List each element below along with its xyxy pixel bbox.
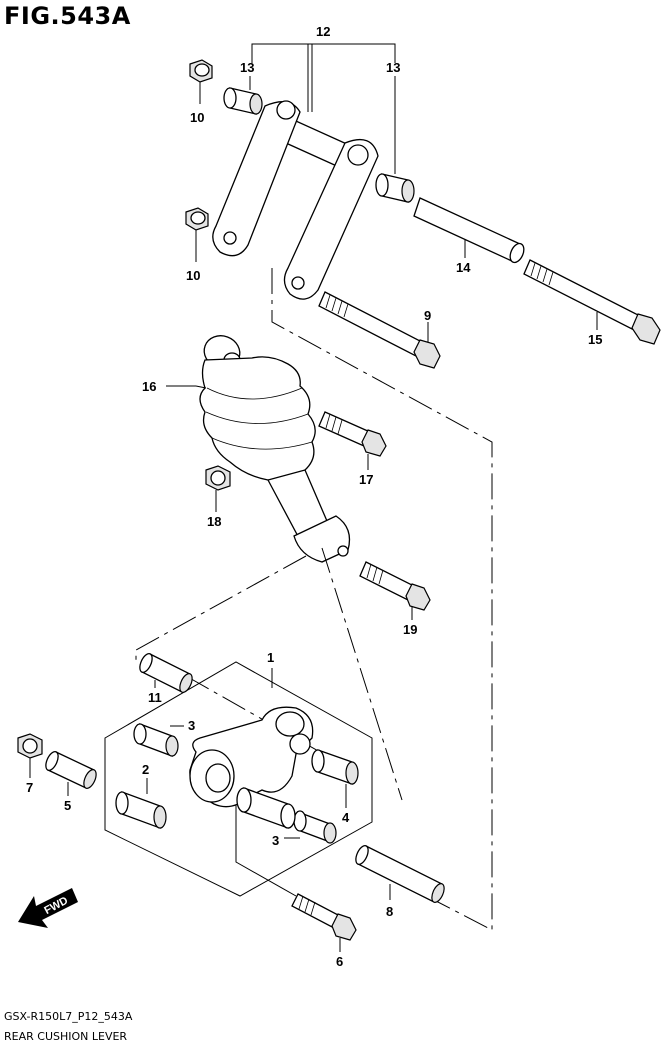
collar-14 [413,197,525,264]
rear-shock-absorber-16 [166,335,351,563]
fwd-arrow-icon: FWD [18,888,78,928]
callout-10-lower: 10 [186,268,200,283]
callout-8: 8 [386,904,393,919]
nut-7 [17,733,43,778]
bearing-3-lower [284,810,337,844]
callout-6: 6 [336,954,343,969]
bolt-6 [291,893,357,952]
callout-labels: 12 13 13 10 10 14 15 9 16 17 18 19 1 11 … [26,24,602,969]
bearing-2 [115,778,167,829]
callout-7: 7 [26,780,33,795]
callout-11: 11 [148,690,162,705]
callout-13-left: 13 [240,60,254,75]
callout-5: 5 [64,798,71,813]
callout-2: 2 [142,762,149,777]
callout-17: 17 [359,472,373,487]
callout-15: 15 [588,332,602,347]
cushion-lever-assembly-12 [212,43,396,300]
bearing-4 [311,749,359,808]
callout-14: 14 [456,260,471,275]
bolt-19 [359,561,431,620]
bolt-17 [318,411,387,470]
fwd-label: FWD [42,895,70,917]
collar-11 [139,652,193,693]
callout-18: 18 [207,514,221,529]
nut-10-lower [185,207,209,262]
callout-3-lower: 3 [272,833,279,848]
center-collar [236,787,296,829]
bearing-13-left [223,76,263,115]
model-code: GSX-R150L7_P12_543A [4,1010,133,1023]
callout-12: 12 [316,24,330,39]
callout-19: 19 [403,622,417,637]
section-name: REAR CUSHION LEVER [4,1030,128,1043]
callout-4: 4 [342,810,350,825]
bolt-15 [523,259,661,345]
callout-13-right: 13 [386,60,400,75]
collar-8 [355,844,445,903]
callout-16: 16 [142,379,156,394]
callout-9: 9 [424,308,431,323]
callout-1: 1 [267,650,274,665]
bearing-13-right [375,76,415,203]
bearing-3-upper [133,723,184,757]
figure-title: FIG.543A [4,2,131,30]
collar-5 [45,750,97,796]
callout-3-upper: 3 [188,718,195,733]
bolt-9 [318,291,441,369]
cushion-rod-assembly-1 [104,661,373,897]
assembly-guide-lines [135,268,493,931]
callout-10-upper: 10 [190,110,204,125]
nut-10-upper [189,59,213,104]
nut-18 [205,465,231,512]
